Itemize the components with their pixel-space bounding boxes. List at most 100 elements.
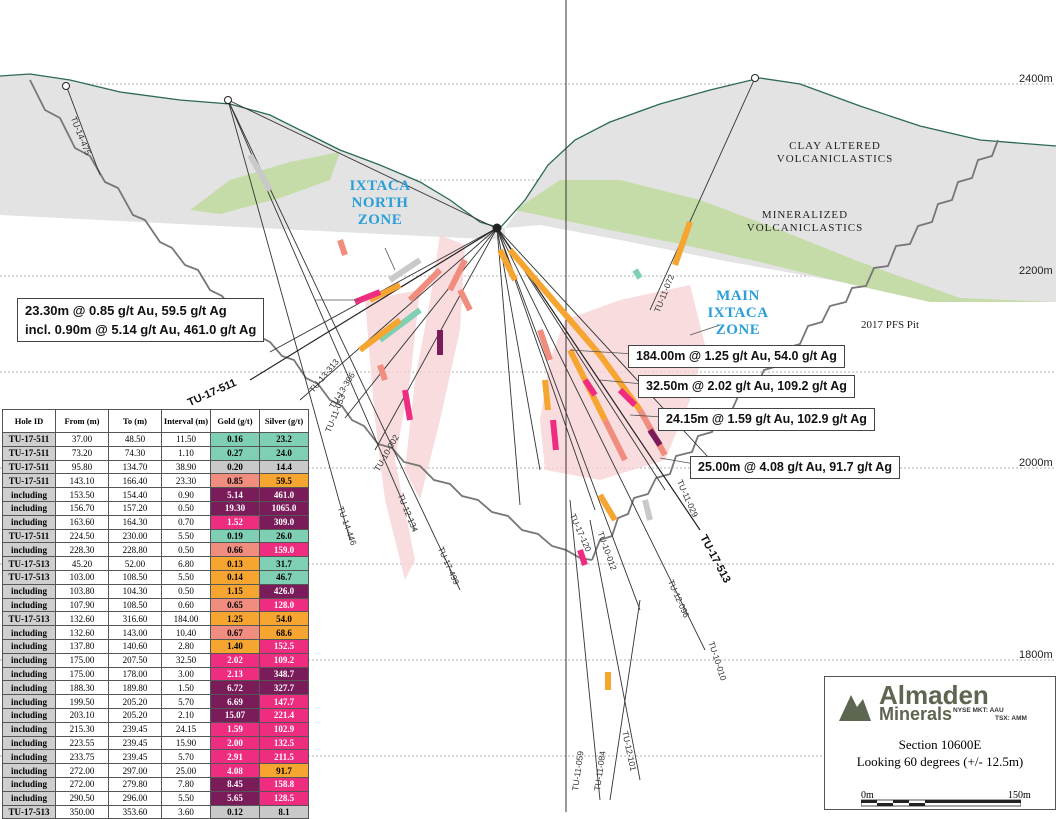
table-cell: including bbox=[2, 790, 56, 806]
table-cell: including bbox=[2, 735, 56, 751]
clay-line-1: CLAY ALTERED bbox=[789, 140, 881, 152]
table-cell: 45.20 bbox=[55, 556, 109, 571]
table-cell: including bbox=[2, 666, 56, 682]
table-cell: TU-17-513 bbox=[2, 569, 56, 585]
collars bbox=[62, 74, 759, 233]
col-interval: Interval (m) bbox=[161, 409, 211, 433]
table-cell: including bbox=[2, 721, 56, 737]
table-cell: 0.19 bbox=[210, 528, 260, 544]
table-cell: including bbox=[2, 542, 56, 558]
table-cell: 132.60 bbox=[55, 625, 109, 640]
table-cell: 6.69 bbox=[210, 694, 260, 709]
table-cell: 46.7 bbox=[259, 569, 309, 585]
table-cell: 102.9 bbox=[259, 721, 309, 737]
table-cell: TU-17-513 bbox=[2, 611, 56, 627]
table-cell: including bbox=[2, 694, 56, 709]
table-cell: 272.00 bbox=[55, 763, 109, 778]
table-cell: 0.16 bbox=[210, 432, 260, 447]
table-cell: 203.10 bbox=[55, 707, 109, 723]
table-cell: 0.90 bbox=[161, 487, 211, 502]
table-cell: 74.30 bbox=[108, 445, 162, 461]
brand-sub: Minerals bbox=[879, 704, 953, 724]
table-cell: 0.20 bbox=[210, 459, 260, 475]
table-cell: including bbox=[2, 514, 56, 530]
callout-511-line-2: incl. 0.90m @ 5.14 g/t Au, 461.0 g/t Ag bbox=[25, 322, 257, 337]
table-cell: 23.30 bbox=[161, 473, 211, 489]
north-zone-line-2: NORTH bbox=[351, 195, 409, 211]
table-cell: 296.00 bbox=[108, 790, 162, 806]
table-cell: 152.5 bbox=[259, 638, 309, 654]
table-cell: including bbox=[2, 652, 56, 668]
table-cell: 0.65 bbox=[210, 597, 260, 613]
elevation-2400: 2400m bbox=[1019, 73, 1053, 85]
table-cell: including bbox=[2, 487, 56, 502]
elevation-2000: 2000m bbox=[1019, 457, 1053, 469]
table-cell: 3.00 bbox=[161, 666, 211, 682]
col-gold: Gold (g/t) bbox=[210, 409, 260, 433]
table-cell: 14.4 bbox=[259, 459, 309, 475]
table-cell: 15.07 bbox=[210, 707, 260, 723]
callout-511-main: 23.30m @ 0.85 g/t Au, 59.5 g/t Ag incl. … bbox=[17, 298, 265, 342]
table-cell: 223.55 bbox=[55, 735, 109, 751]
table-cell: 134.70 bbox=[108, 459, 162, 475]
table-cell: 0.14 bbox=[210, 569, 260, 585]
table-cell: 221.4 bbox=[259, 707, 309, 723]
col-hole-id: Hole ID bbox=[2, 409, 56, 433]
table-cell: 0.50 bbox=[161, 500, 211, 516]
table-cell: TU-17-511 bbox=[2, 445, 56, 461]
table-cell: 0.66 bbox=[210, 542, 260, 558]
mineralized-line-2: VOLCANICLASTICS bbox=[746, 222, 864, 234]
table-cell: 215.30 bbox=[55, 721, 109, 737]
table-cell: 0.60 bbox=[161, 597, 211, 613]
main-zone-line-2: IXTACA bbox=[707, 305, 769, 321]
callout-513-184m: 184.00m @ 1.25 g/t Au, 54.0 g/t Ag bbox=[628, 345, 845, 368]
table-cell: 31.7 bbox=[259, 556, 309, 571]
table-cell: 132.60 bbox=[55, 611, 109, 627]
table-cell: 11.50 bbox=[161, 432, 211, 447]
table-cell: 2.10 bbox=[161, 707, 211, 723]
table-cell: 228.80 bbox=[108, 542, 162, 558]
table-cell: 426.0 bbox=[259, 583, 309, 599]
table-cell: 272.00 bbox=[55, 776, 109, 792]
almaden-logo-icon bbox=[839, 695, 871, 721]
table-cell: 233.75 bbox=[55, 749, 109, 765]
mineralized-line-1: MINERALIZED bbox=[761, 209, 849, 221]
table-cell: 52.00 bbox=[108, 556, 162, 571]
table-cell: 0.67 bbox=[210, 625, 260, 640]
north-zone-envelope-2 bbox=[405, 235, 465, 500]
table-cell: 137.80 bbox=[55, 638, 109, 654]
table-cell: TU-17-511 bbox=[2, 473, 56, 489]
table-cell: 24.15 bbox=[161, 721, 211, 737]
callout-511-line-1: 23.30m @ 0.85 g/t Au, 59.5 g/t Ag bbox=[25, 303, 227, 318]
callout-513-32m: 32.50m @ 2.02 g/t Au, 109.2 g/t Ag bbox=[638, 375, 855, 398]
col-from: From (m) bbox=[55, 409, 109, 433]
section-title: Section 10600E bbox=[898, 737, 982, 752]
table-cell: 211.5 bbox=[259, 749, 309, 765]
table-cell: 316.60 bbox=[108, 611, 162, 627]
table-cell: 104.30 bbox=[108, 583, 162, 599]
table-cell: including bbox=[2, 597, 56, 613]
looking-direction: Looking 60 degrees (+/- 12.5m) bbox=[856, 754, 1024, 769]
table-cell: 15.90 bbox=[161, 735, 211, 751]
table-cell: 2.00 bbox=[210, 735, 260, 751]
table-cell: including bbox=[2, 776, 56, 792]
table-cell: 128.0 bbox=[259, 597, 309, 613]
table-cell: 163.60 bbox=[55, 514, 109, 530]
table-cell: 37.00 bbox=[55, 432, 109, 447]
clay-altered-label: CLAY ALTERED VOLCANICLASTICS bbox=[770, 140, 900, 166]
table-cell: 239.45 bbox=[108, 721, 162, 737]
table-cell: 154.40 bbox=[108, 487, 162, 502]
